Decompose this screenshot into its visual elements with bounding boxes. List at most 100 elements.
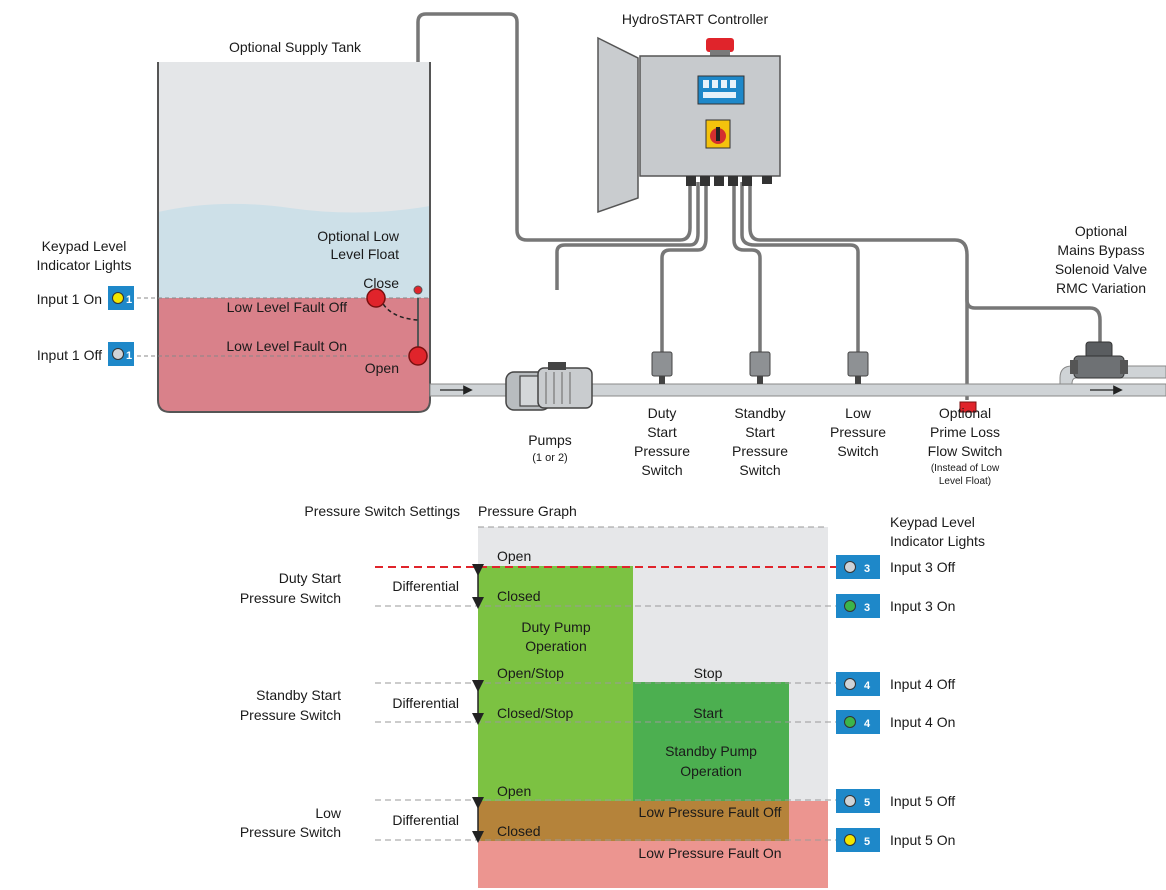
input-1-on-number: 1	[126, 294, 132, 306]
tank-fault-zone	[158, 298, 430, 412]
left-keypad-heading-1: Keypad Level	[42, 238, 127, 254]
controller-door	[597, 36, 639, 214]
float-open-label: Open	[365, 360, 399, 376]
bypass-label-1: Optional	[1075, 223, 1127, 239]
input-3-off-key	[836, 555, 880, 579]
pressure-switch-port	[757, 376, 763, 384]
float-close-label: Close	[363, 275, 399, 291]
input-4-off-key	[836, 672, 880, 696]
low-pressure-fault-off-label: Low Pressure Fault Off	[639, 804, 782, 820]
input-3-off-label: Input 3 Off	[890, 559, 955, 575]
keypad-key	[721, 80, 727, 88]
duty-operation-label-1: Duty Pump	[521, 619, 590, 635]
duty-label-2: Start	[647, 424, 677, 440]
input-1-off-number: 1	[126, 350, 132, 362]
right-keypad-heading-1: Keypad Level	[890, 514, 975, 530]
right-keypad-lights: Keypad Level Indicator Lights 3 Input 3 …	[836, 514, 985, 852]
duty-start-pressure-switch: Duty Start Pressure Switch	[634, 351, 690, 478]
tank-outline	[157, 62, 431, 413]
standby-open-label: Open/Stop	[497, 665, 564, 681]
pumps-label: Pumps	[528, 432, 572, 448]
low-label-2: Pressure	[830, 424, 886, 440]
input-3-on-light	[844, 600, 856, 612]
pressure-switch-body	[749, 351, 771, 377]
standby-start-label: Start	[693, 705, 723, 721]
pressure-switch-body	[847, 351, 869, 377]
standby-switch-label-1: Standby Start	[256, 687, 341, 703]
float-pivot	[413, 285, 423, 295]
standby-operation-label-2: Operation	[680, 763, 741, 779]
input-5-off-label: Input 5 Off	[890, 793, 955, 809]
duty-closed-label: Closed	[497, 588, 541, 604]
input-5-on-key	[836, 828, 880, 852]
input-4-on-label: Input 4 On	[890, 714, 955, 730]
duty-operation-label-2: Operation	[525, 638, 586, 654]
valve-port	[1120, 360, 1128, 374]
prime-label-2: Prime Loss	[930, 424, 1000, 440]
low-level-fault-off: Low Level Fault Off	[227, 299, 347, 315]
pressure-switch-settings: Pressure Switch Settings Pressure Graph …	[240, 503, 577, 840]
keypad-key	[712, 80, 718, 88]
pressure-graph: Open Closed Duty Pump Operation Open/Sto…	[375, 526, 842, 888]
input-4-on-number: 4	[864, 718, 871, 730]
input-4-on-light	[844, 716, 856, 728]
input-1-off-label: Input 1 Off	[37, 347, 102, 363]
cable-gland	[728, 176, 738, 186]
right-keypad-heading-2: Indicator Lights	[890, 533, 985, 549]
pressure-switch-port	[659, 376, 665, 384]
input-5-off-light	[844, 795, 856, 807]
input-5-on-light	[844, 834, 856, 846]
input-5-on-label: Input 5 On	[890, 832, 955, 848]
prime-note-1: (Instead of Low	[931, 463, 1000, 474]
low-pressure-fault-off-band-right	[789, 801, 828, 841]
alarm-beacon	[706, 38, 734, 52]
standby-label-4: Switch	[739, 462, 780, 478]
standby-label-2: Start	[745, 424, 775, 440]
beacon-base	[710, 50, 730, 56]
bypass-label-3: Solenoid Valve	[1055, 261, 1148, 277]
input-5-off-key	[836, 789, 880, 813]
prime-loss-flow-switch: Optional Prime Loss Flow Switch (Instead…	[928, 401, 1003, 487]
low-open-label: Open	[497, 783, 531, 799]
control-cables	[416, 12, 1102, 400]
left-keypad-heading-2: Indicator Lights	[37, 257, 132, 273]
input-4-on-key	[836, 710, 880, 734]
duty-label-3: Pressure	[634, 443, 690, 459]
float-label-line2: Level Float	[331, 246, 400, 262]
float-open-ball	[408, 346, 428, 366]
input-3-off-number: 3	[864, 563, 870, 575]
low-pressure-fault-on-area	[478, 841, 828, 888]
standby-start-pressure-switch: Standby Start Pressure Switch	[732, 351, 788, 478]
low-switch-label-2: Pressure Switch	[240, 824, 341, 840]
prime-label-3: Flow Switch	[928, 443, 1003, 459]
pump-assembly: Pumps (1 or 2)	[505, 362, 593, 464]
input-1-on-light	[112, 292, 124, 304]
valve-port	[1070, 360, 1078, 374]
low-pressure-fault-off-band	[478, 801, 789, 841]
input-3-on-label: Input 3 On	[890, 598, 955, 614]
duty-switch-label-1: Duty Start	[279, 570, 341, 586]
flow-switch-body	[959, 401, 977, 413]
standby-label-3: Pressure	[732, 443, 788, 459]
cable-gland	[700, 176, 710, 186]
input-3-off-light	[844, 561, 856, 573]
keypad-display	[703, 92, 736, 98]
bypass-solenoid-valve: Optional Mains Bypass Solenoid Valve RMC…	[1055, 223, 1148, 379]
pumps-sublabel: (1 or 2)	[532, 452, 567, 464]
float-close-ball	[366, 288, 386, 308]
standby-pump-operation-area	[633, 682, 789, 801]
pump-terminal-box	[548, 362, 566, 370]
main-pipe	[429, 383, 1166, 397]
pressure-switch-port	[855, 376, 861, 384]
cable-gland	[762, 176, 772, 184]
input-1-on-label: Input 1 On	[37, 291, 102, 307]
duty-differential-label: Differential	[392, 578, 459, 594]
input-3-on-number: 3	[864, 602, 870, 614]
standby-operation-label-1: Standby Pump	[665, 743, 757, 759]
left-keypad-lights: Keypad Level Indicator Lights Input 1 On…	[37, 238, 134, 366]
standby-label-1: Standby	[734, 405, 785, 421]
standby-closed-label: Closed/Stop	[497, 705, 573, 721]
supply-tank: Optional Low Level Float Close Low Level…	[130, 62, 431, 413]
standby-stop-label: Stop	[694, 665, 723, 681]
